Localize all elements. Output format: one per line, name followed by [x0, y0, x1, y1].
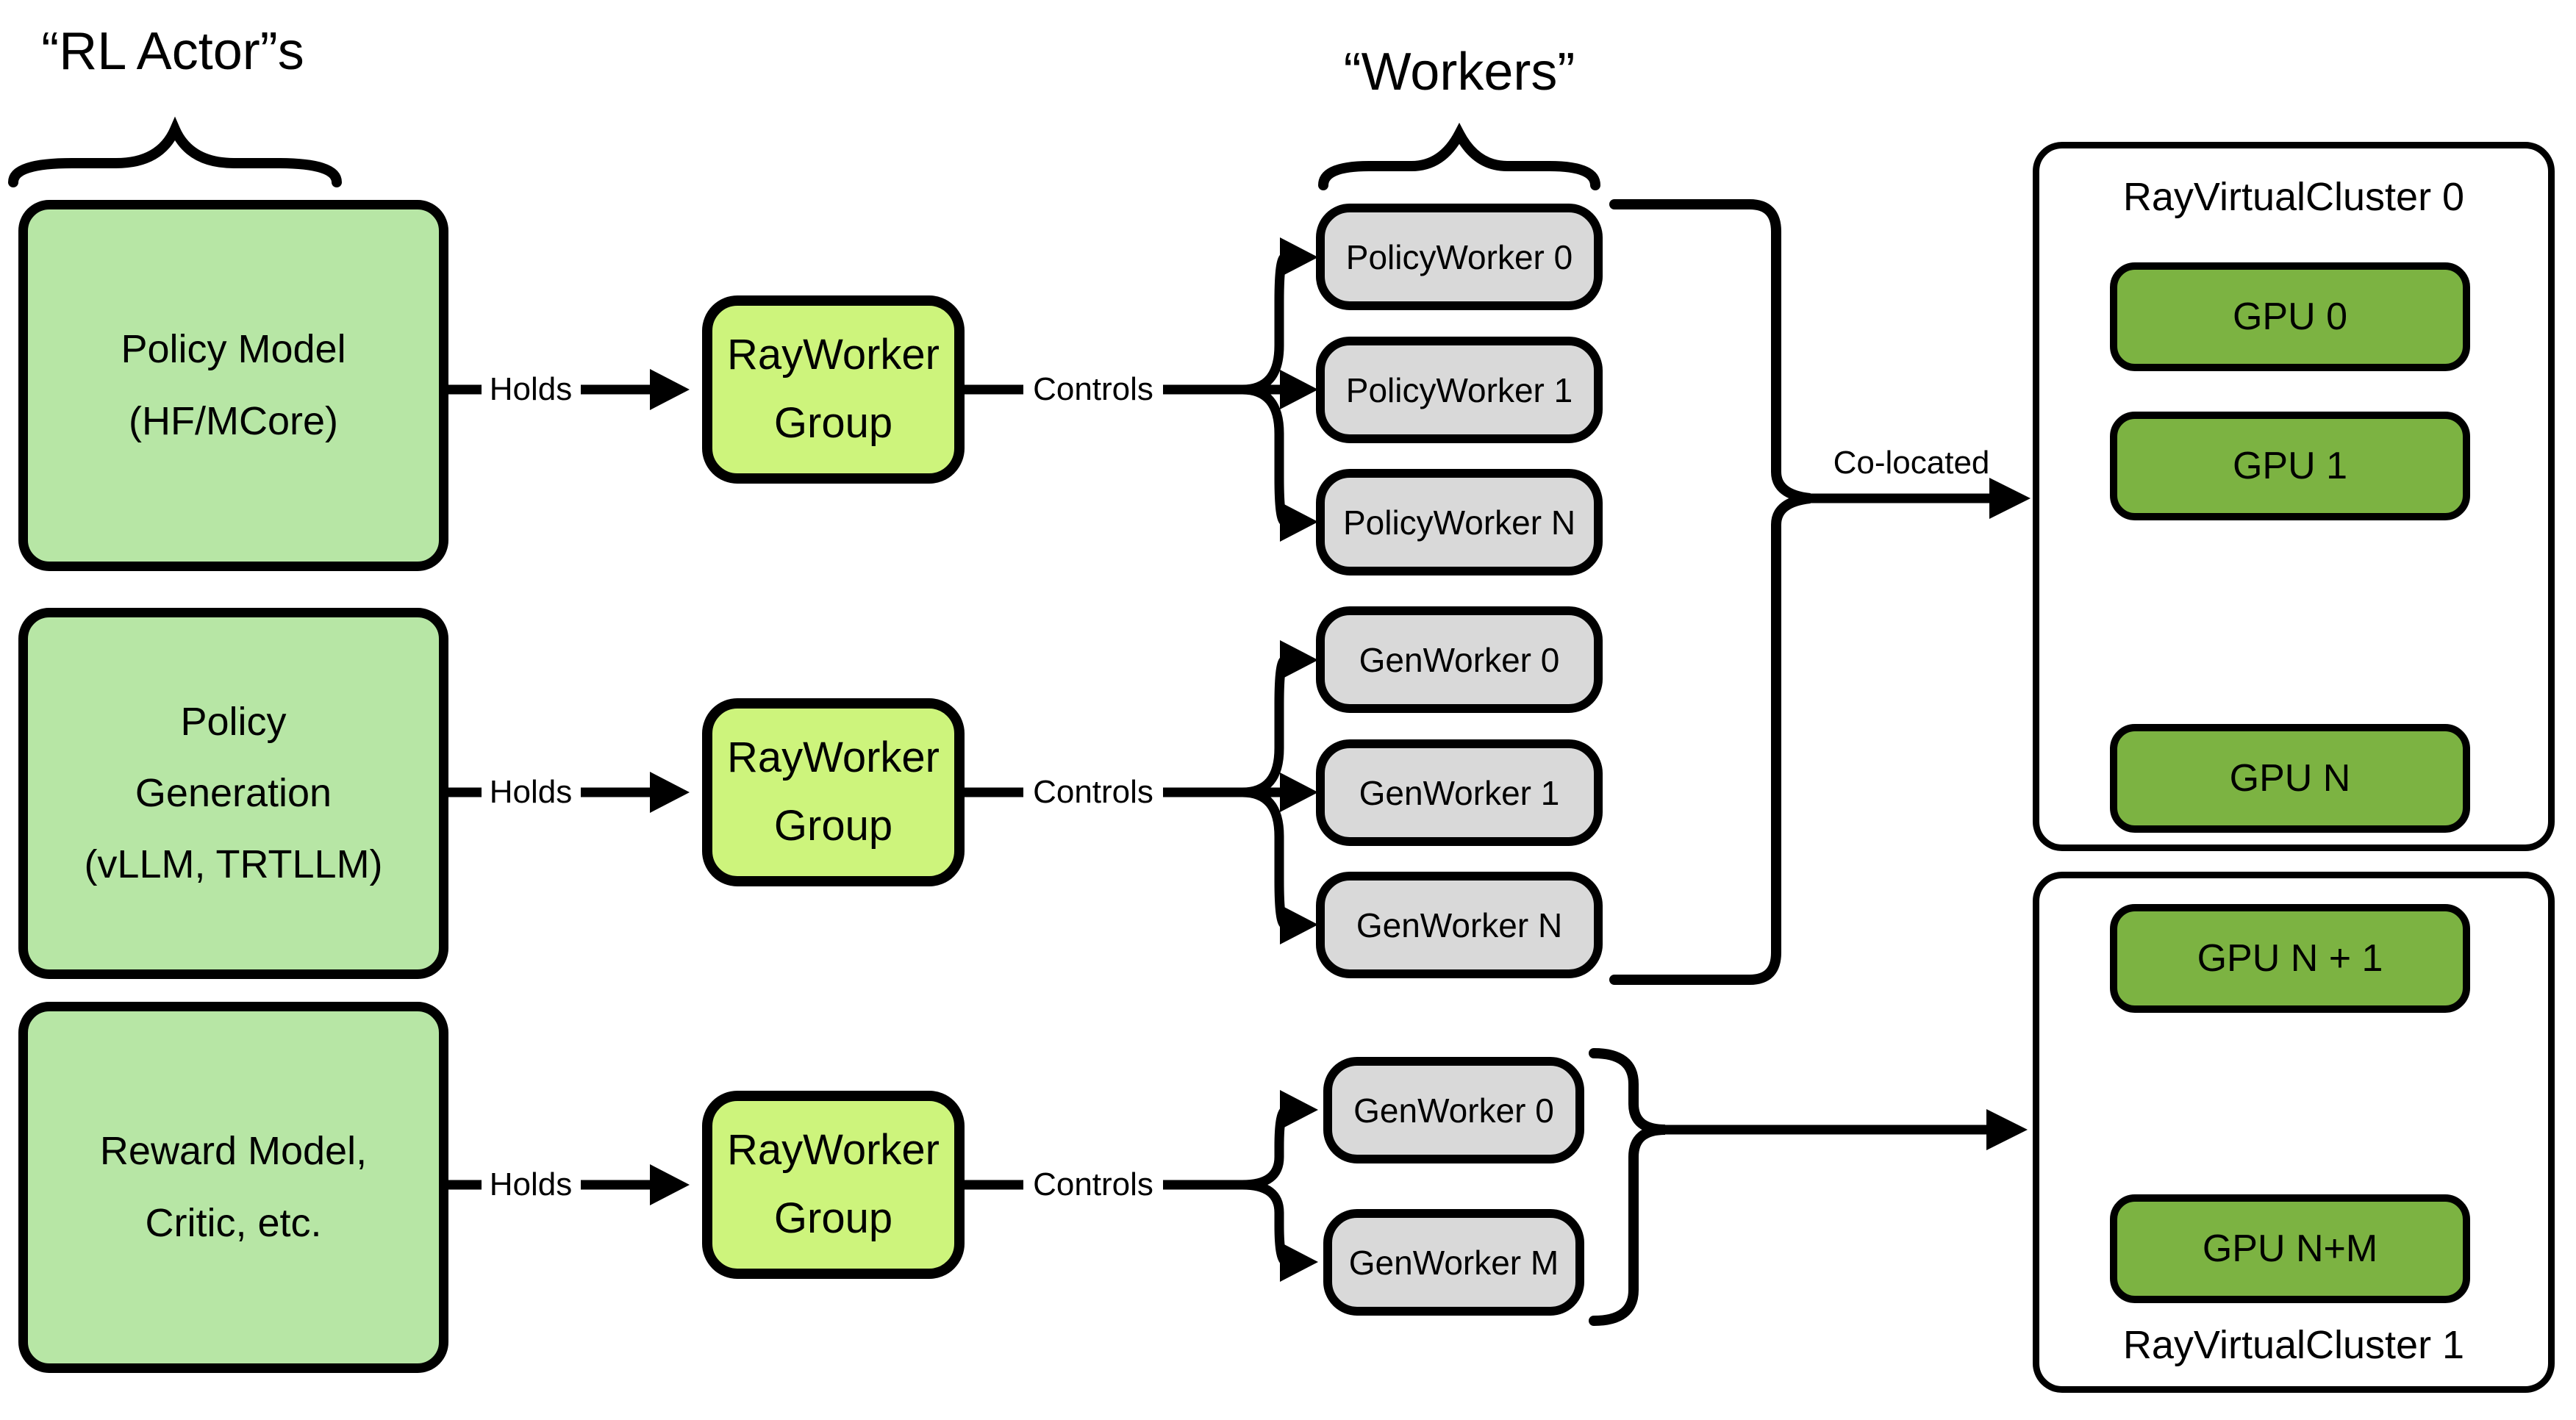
ray-worker-group-line: RayWorker [727, 734, 940, 782]
gen-worker-n-label: GenWorker N [1356, 906, 1563, 944]
ray-worker-group-line: Group [773, 802, 893, 850]
gen-worker-0-label: GenWorker 0 [1359, 640, 1560, 679]
holds-label-2: Holds [489, 774, 573, 810]
workers-brace [1318, 122, 1600, 190]
gpu-n-box: GPU N [2110, 724, 2470, 833]
gen-worker-1-label: GenWorker 1 [1359, 773, 1560, 812]
actors-title: “RL Actor”s [41, 22, 304, 81]
actors-brace [8, 116, 342, 187]
gpu-1-box: GPU 1 [2110, 412, 2470, 520]
ray-worker-group-box-1: RayWorker Group [702, 295, 965, 484]
workers-title: “Workers” [1343, 43, 1575, 101]
policy-worker-n-label: PolicyWorker N [1342, 503, 1576, 542]
gen-worker-0b-label: GenWorker 0 [1353, 1091, 1554, 1130]
ray-worker-group-box-3: RayWorker Group [702, 1091, 965, 1279]
cluster1-arrowhead [1986, 1109, 2028, 1150]
controls-label-3: Controls [1033, 1166, 1153, 1202]
policy-generation-line: Policy [180, 699, 287, 744]
policy-generation-line: Generation [135, 770, 332, 815]
fork2-up [1242, 655, 1288, 797]
gpu-0-label: GPU 0 [2232, 295, 2348, 338]
gen-worker-m-label: GenWorker M [1348, 1243, 1559, 1282]
ray-worker-group-line: RayWorker [727, 331, 940, 379]
fork2-down [1242, 787, 1288, 930]
gpu-n-plus-m-box: GPU N+M [2110, 1194, 2470, 1303]
fork3-arrowhead-down [1280, 1242, 1318, 1282]
policy-worker-0-box: PolicyWorker 0 [1316, 204, 1603, 310]
gen-worker-n-box: GenWorker N [1316, 872, 1603, 978]
controls-label-1: Controls [1033, 371, 1153, 407]
ray-worker-group-line: Group [773, 399, 893, 447]
reward-model-line: Critic, etc. [145, 1200, 322, 1245]
policy-generation-line: (vLLM, TRTLLM) [84, 842, 383, 887]
policy-generation-box: Policy Generation (vLLM, TRTLLM) [18, 608, 448, 979]
fork1-arrowhead-up [1280, 237, 1318, 277]
policy-model-line: (HF/MCore) [129, 398, 338, 443]
holds-label-3: Holds [489, 1166, 573, 1202]
reward-model-line: Reward Model, [99, 1129, 368, 1174]
policy-model-line: Policy Model [121, 327, 346, 372]
holds-arrowhead-2 [650, 772, 690, 813]
policy-worker-n-box: PolicyWorker N [1316, 469, 1603, 575]
ray-worker-group-line: RayWorker [727, 1126, 940, 1175]
colocated-arrowhead [1989, 478, 2031, 519]
reward-model-box: Reward Model, Critic, etc. [18, 1002, 448, 1373]
holds-arrowhead-1 [650, 369, 690, 410]
policy-model-box: Policy Model (HF/MCore) [18, 200, 448, 571]
gen-worker-m-box: GenWorker M [1323, 1209, 1584, 1316]
ray-worker-group-box-2: RayWorker Group [702, 698, 965, 886]
policy-worker-1-box: PolicyWorker 1 [1316, 337, 1603, 443]
gpu-n-label: GPU N [2229, 757, 2351, 800]
fork3-arrowhead-up [1280, 1090, 1318, 1130]
fork2-arrowhead-mid [1280, 772, 1318, 812]
gen-workers-brace [1589, 1048, 1666, 1326]
ray-worker-group-line: Group [773, 1194, 893, 1242]
ray-virtual-cluster-0-title: RayVirtualCluster 0 [2122, 175, 2465, 219]
controls-label-2: Controls [1033, 774, 1153, 810]
gen-worker-1-box: GenWorker 1 [1316, 739, 1603, 846]
fork1-arrowhead-down [1280, 502, 1318, 542]
gpu-1-label: GPU 1 [2232, 445, 2348, 487]
gpu-n-plus-1-label: GPU N + 1 [2197, 937, 2383, 980]
fork1-down [1242, 384, 1288, 527]
gpu-n-plus-m-label: GPU N+M [2202, 1227, 2378, 1270]
colocated-label: Co-located [1833, 445, 1990, 481]
fork2-arrowhead-up [1280, 640, 1318, 680]
holds-label-1: Holds [489, 371, 573, 407]
policy-worker-0-label: PolicyWorker 0 [1345, 237, 1573, 276]
colocated-bracket [1609, 199, 1811, 985]
gen-worker-0-box: GenWorker 0 [1316, 606, 1603, 713]
gpu-n-plus-1-box: GPU N + 1 [2110, 904, 2470, 1013]
gen-worker-0b-box: GenWorker 0 [1323, 1057, 1584, 1163]
fork1-arrowhead-mid [1280, 370, 1318, 409]
fork1-up [1242, 252, 1288, 395]
fork2-arrowhead-down [1280, 905, 1318, 944]
holds-arrowhead-3 [650, 1164, 690, 1205]
policy-worker-1-label: PolicyWorker 1 [1345, 370, 1573, 409]
gpu-0-box: GPU 0 [2110, 262, 2470, 371]
ray-virtual-cluster-1-title: RayVirtualCluster 1 [2122, 1323, 2465, 1367]
